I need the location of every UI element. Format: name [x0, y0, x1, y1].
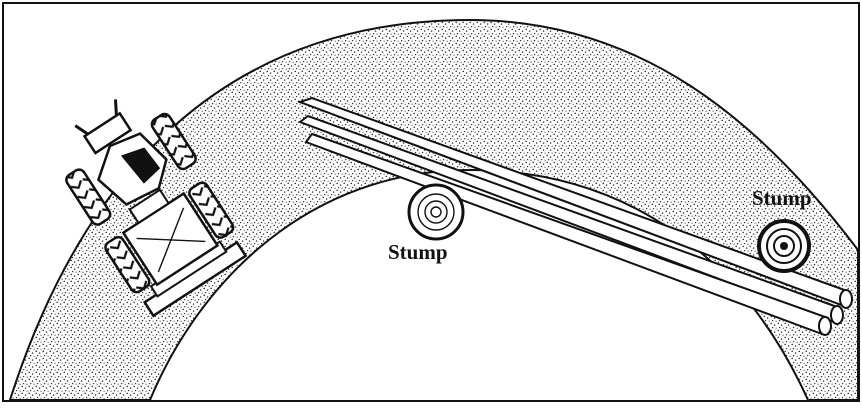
stump-center: [409, 185, 463, 239]
log-end: [819, 317, 831, 335]
stump-label-center: Stump: [388, 242, 448, 263]
stump-right: [759, 221, 809, 271]
stump-label-right: Stump: [752, 188, 812, 209]
log-end: [840, 290, 852, 308]
log-end: [831, 306, 843, 324]
